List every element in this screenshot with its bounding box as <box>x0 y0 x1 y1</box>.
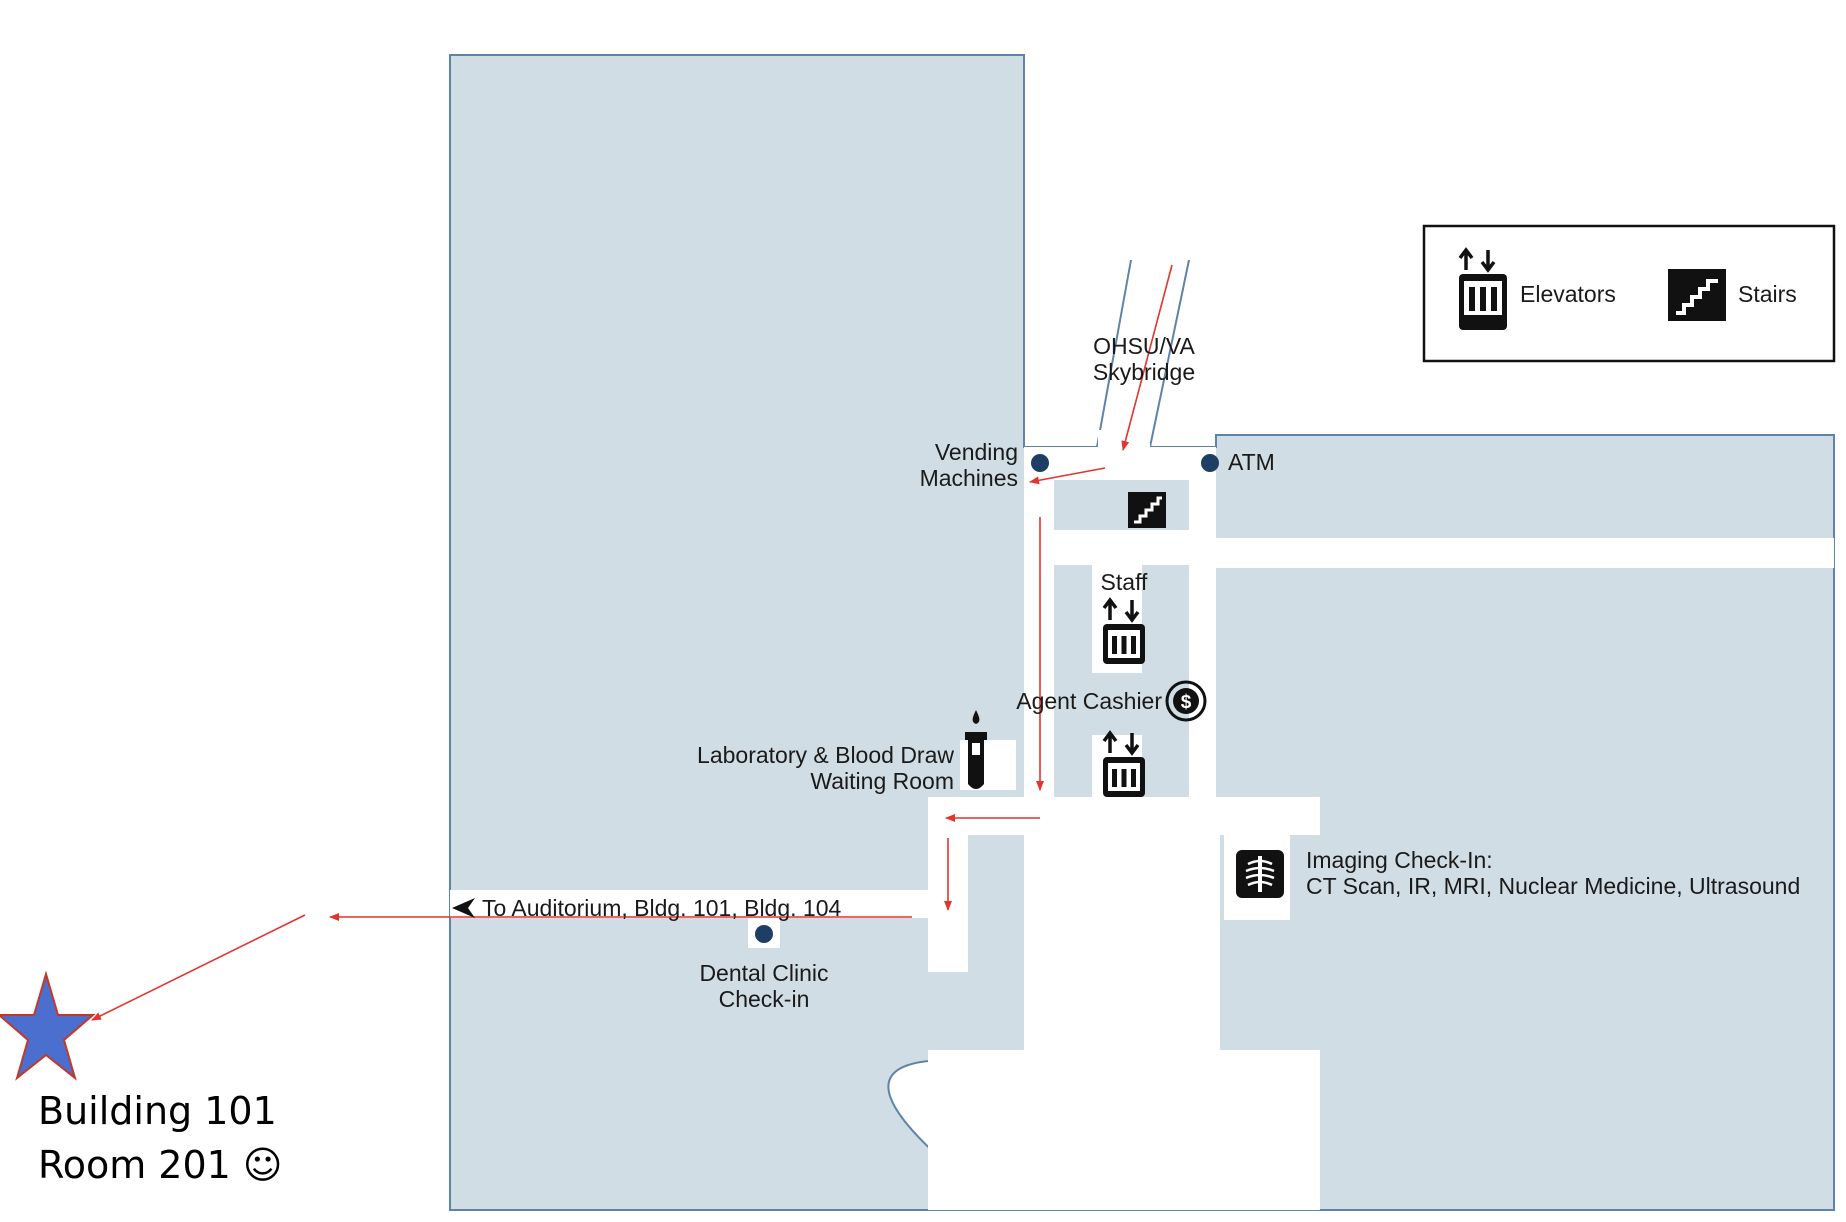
legend: Elevators Stairs <box>1422 224 1836 363</box>
destination-label-2: Room 201 ☺ <box>38 1143 283 1187</box>
stair-core <box>1054 480 1189 530</box>
dental-label-2: Check-in <box>719 986 810 1012</box>
lab-label-2: Waiting Room <box>810 768 954 794</box>
elevator-core-staff <box>1054 565 1098 797</box>
elevator-icon <box>1102 597 1145 664</box>
xray-icon <box>1236 850 1284 898</box>
atm-label: ATM <box>1228 449 1275 475</box>
dollar-icon: $ <box>1165 680 1207 722</box>
lab-label: Laboratory & Blood Draw <box>697 742 954 768</box>
legend-stairs-label: Stairs <box>1738 281 1797 307</box>
stairs-icon <box>1128 492 1166 528</box>
dental-marker <box>755 925 773 943</box>
skybridge <box>1096 259 1190 448</box>
legend-elevators-label: Elevators <box>1520 281 1616 307</box>
corridors <box>450 447 1834 1210</box>
agent-cashier-label: Agent Cashier <box>1016 688 1162 714</box>
vending-marker <box>1031 454 1049 472</box>
destination-label: Building 101 <box>38 1089 277 1133</box>
dental-label: Dental Clinic <box>699 960 828 986</box>
skybridge-label: OHSU/VA <box>1093 333 1195 359</box>
to-auditorium-label: To Auditorium, Bldg. 101, Bldg. 104 <box>482 895 841 921</box>
elevator-icon <box>1102 730 1145 797</box>
elevator-core-public <box>1138 565 1189 797</box>
vending-label: Vending <box>935 439 1018 465</box>
staff-label: Staff <box>1101 569 1148 595</box>
imaging-label: Imaging Check-In: <box>1306 847 1493 873</box>
vending-label-2: Machines <box>920 465 1018 491</box>
destination-star-icon <box>0 970 96 1081</box>
stairs-icon <box>1668 269 1726 321</box>
imaging-label-2: CT Scan, IR, MRI, Nuclear Medicine, Ultr… <box>1306 873 1800 899</box>
test-tube-icon <box>965 710 987 789</box>
elevator-icon <box>1458 247 1507 330</box>
skybridge-label-2: Skybridge <box>1093 359 1195 385</box>
left-arrow-icon <box>452 898 475 918</box>
route-arrows <box>91 264 1173 1021</box>
atm-marker <box>1201 454 1219 472</box>
svg-text:$: $ <box>1181 692 1192 713</box>
